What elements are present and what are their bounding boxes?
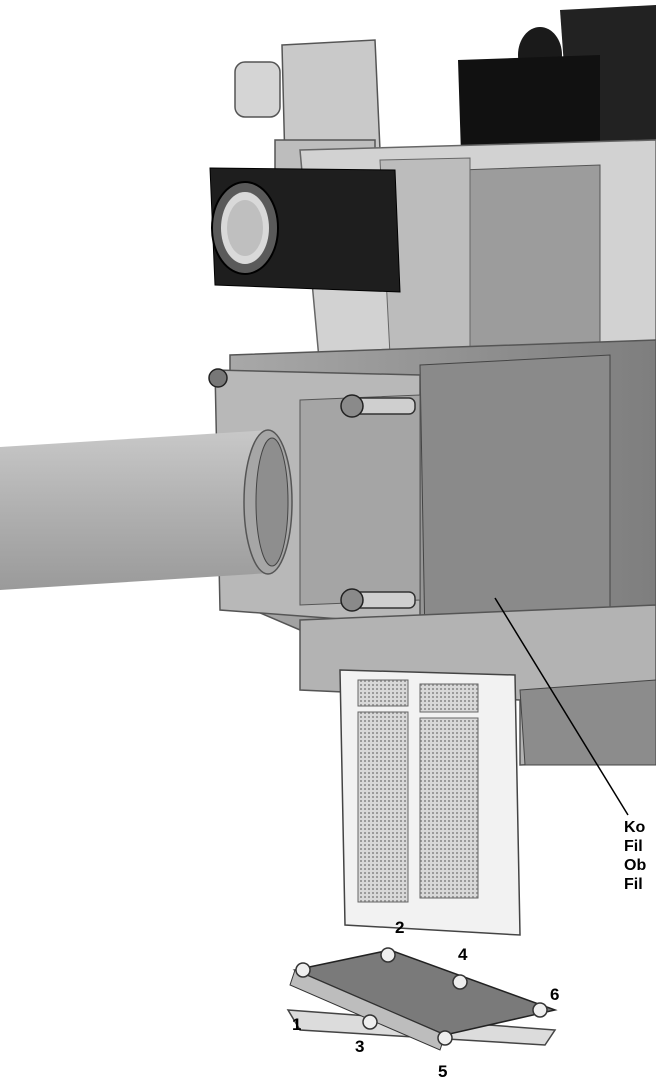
callout-line-3: Ob [624,857,647,874]
filter-callout-text: Ko Fil Ob Fil [624,818,646,894]
callout-leader-line [494,597,629,816]
housing-bolts [208,368,416,612]
screw-number-1: 1 [292,1015,302,1034]
screw-number-4: 4 [458,945,468,964]
screw-5 [437,1030,453,1046]
screw-number-3: 3 [355,1037,365,1056]
screw-4 [452,974,468,990]
bolt-lower-right [340,588,416,612]
screw-number-5: 5 [438,1062,448,1081]
screw-number-2: 2 [395,918,405,937]
callout-line-4: Fil [624,876,643,893]
pressure-switch [209,167,401,293]
callout-line-2: Fil [624,838,643,855]
inlet-pipe [0,429,293,590]
screw-3 [362,1014,378,1030]
filter-cover-plate [286,947,558,1051]
screw-number-6: 6 [550,985,560,1004]
bolt-upper-left [208,368,228,388]
bolt-upper-right [340,394,416,418]
screw-1 [295,962,311,978]
callout-line-1: Ko [624,819,646,836]
screw-6 [532,1002,548,1018]
filter-insert [339,669,521,936]
screw-2 [380,947,396,963]
